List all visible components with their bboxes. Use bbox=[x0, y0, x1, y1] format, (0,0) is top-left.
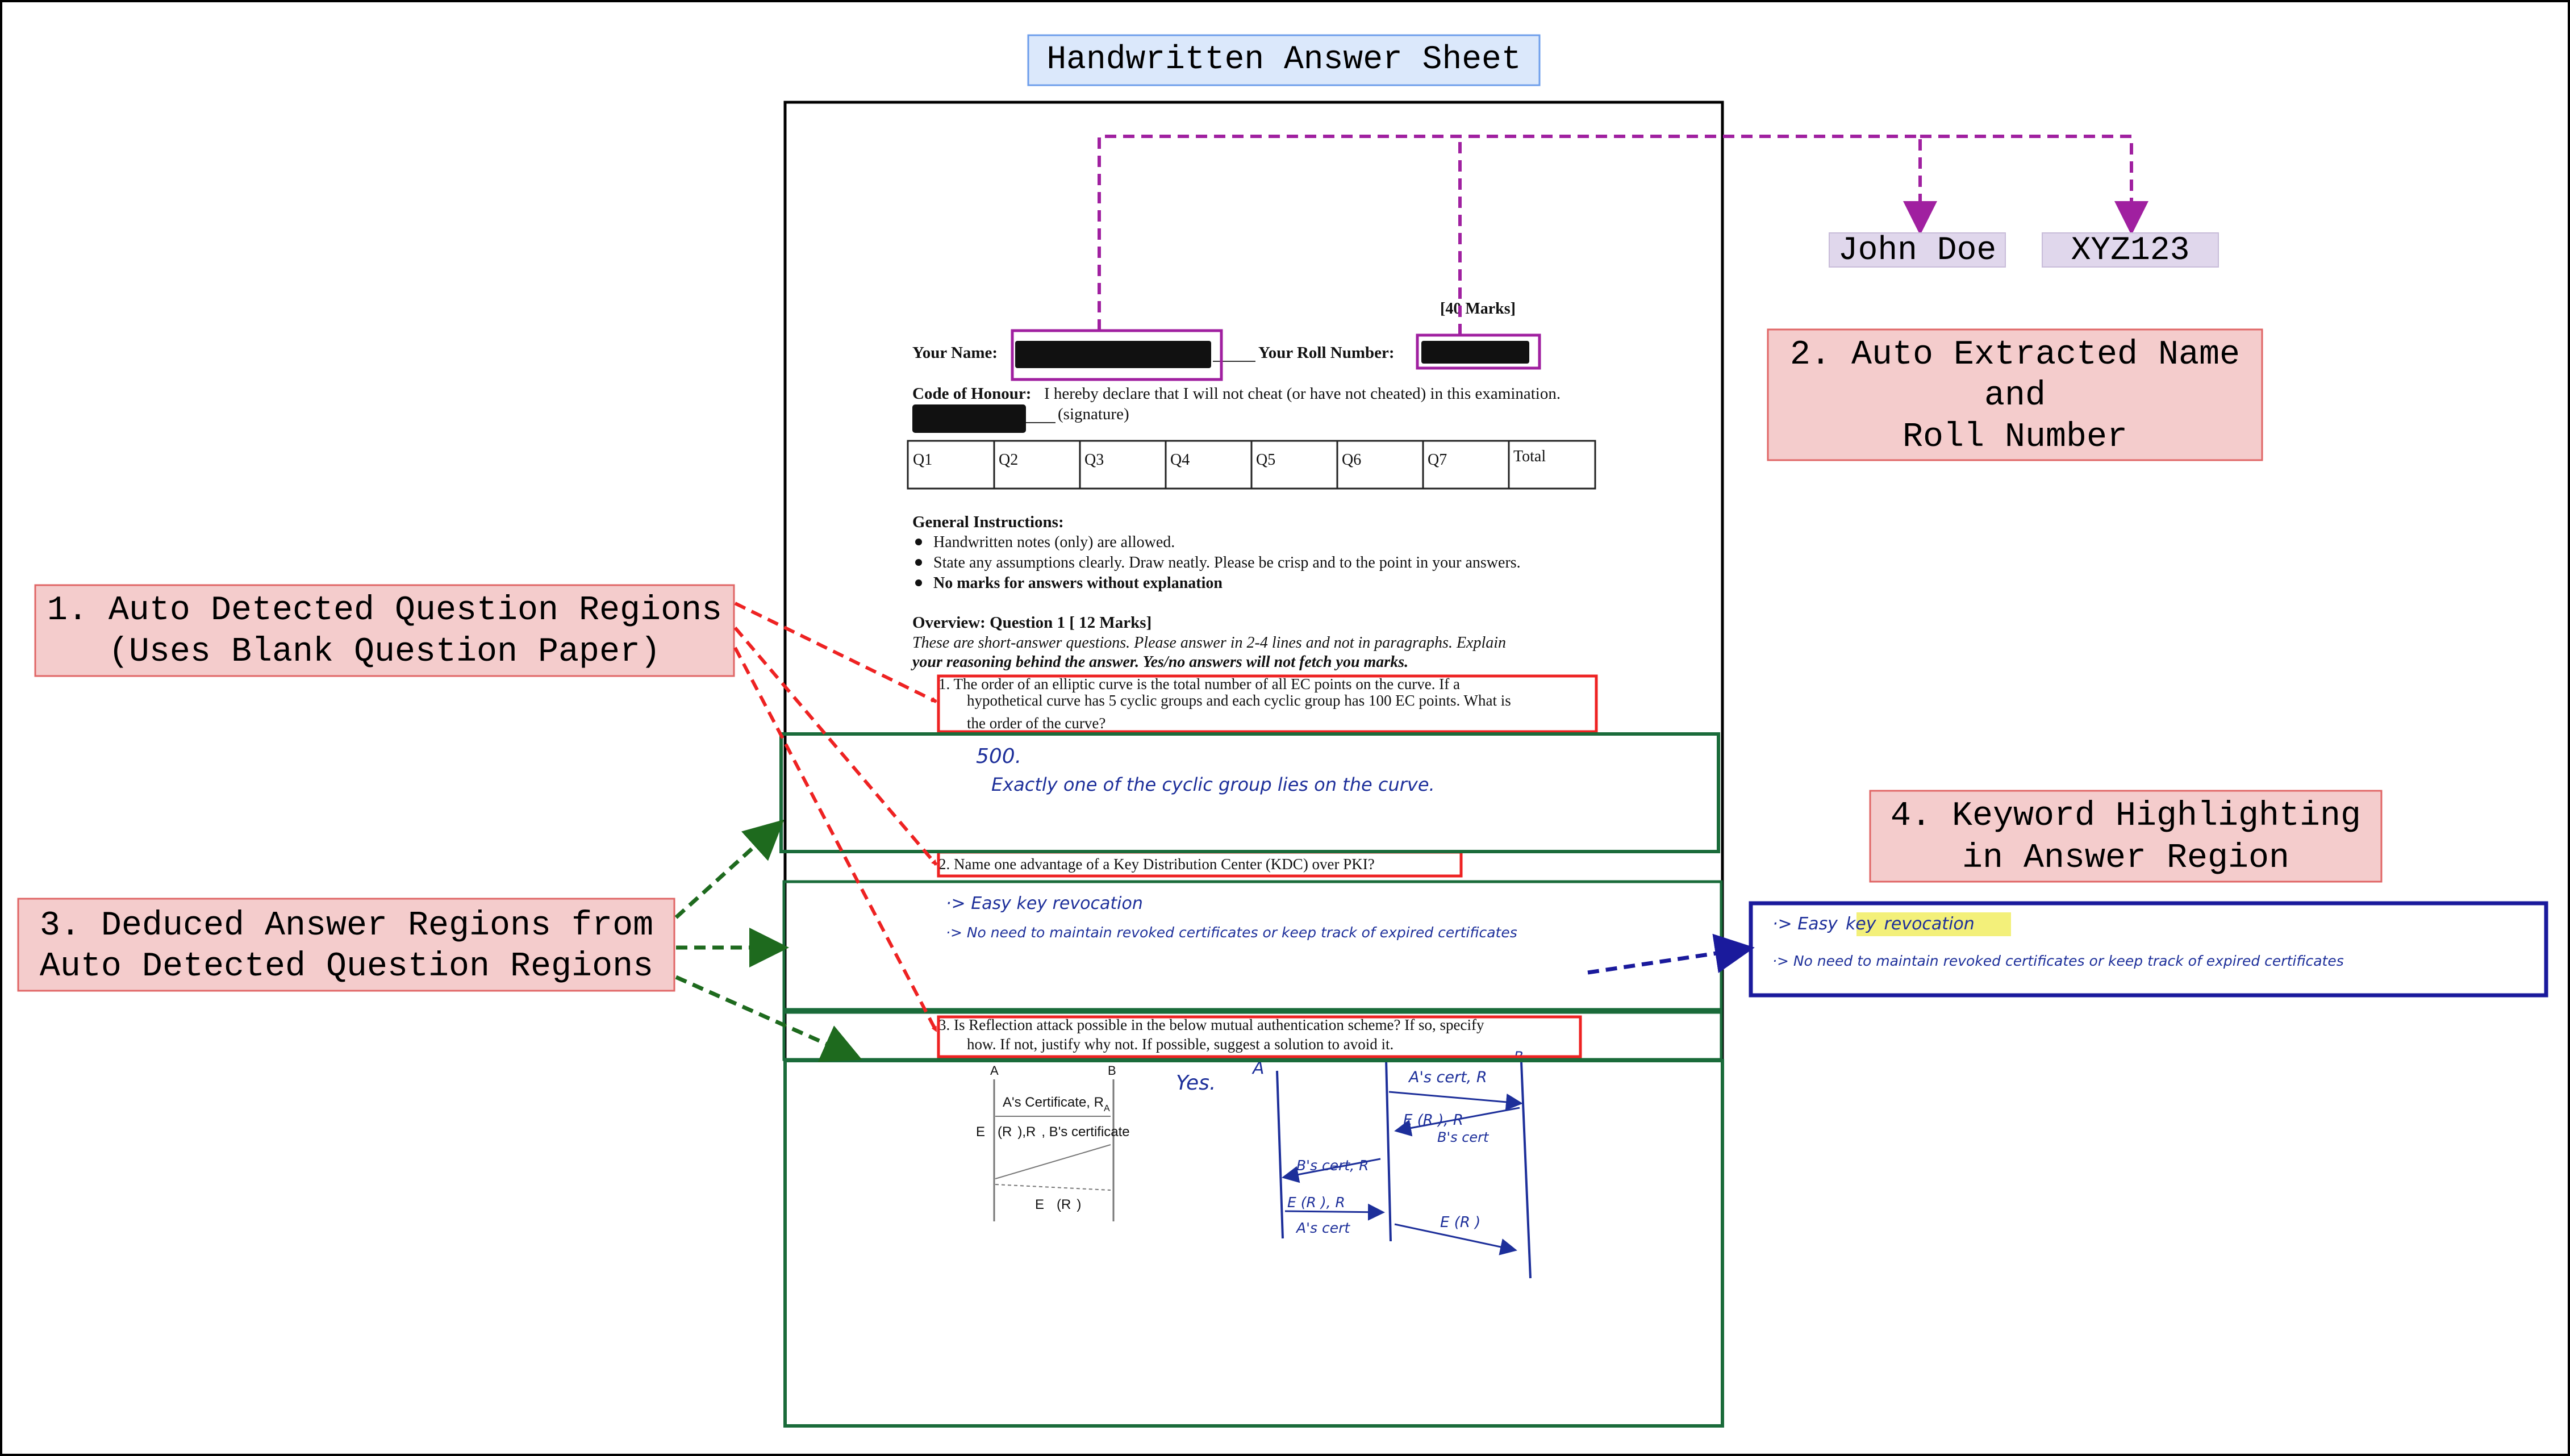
printed-message-3: E(R) bbox=[1035, 1197, 1081, 1212]
honour-text: I hereby declare that I will not cheat (… bbox=[1044, 385, 1561, 403]
q3-text: 3. Is Reflection attack possible in the … bbox=[938, 1016, 1484, 1033]
printed-protocol-diagram: A B A's Certificate, RA E(R),R, B's cert… bbox=[976, 1063, 1130, 1221]
question-region-1[interactable] bbox=[937, 674, 1598, 733]
hand-party-a: A bbox=[1251, 1058, 1265, 1078]
hand-message-5: E (R ) bbox=[1440, 1214, 1480, 1231]
score-header: Q7 bbox=[1428, 451, 1447, 469]
score-header: Q4 bbox=[1170, 451, 1190, 469]
svg-text:2. Auto Extracted Name: 2. Auto Extracted Name bbox=[1790, 336, 2240, 374]
score-header: Q6 bbox=[1342, 451, 1361, 469]
question-region-3[interactable] bbox=[937, 1015, 1582, 1058]
highlight-line-2: ·> No need to maintain revoked certifica… bbox=[1772, 953, 2344, 969]
roll-label: Your Roll Number: bbox=[1258, 344, 1395, 362]
answer-1-text: Exactly one of the cyclic group lies on … bbox=[991, 774, 1435, 795]
svg-text:1. Auto Detected Question Regi: 1. Auto Detected Question Regions bbox=[47, 591, 722, 630]
svg-text:and: and bbox=[1984, 377, 2046, 415]
svg-text:3. Deduced Answer Regions from: 3. Deduced Answer Regions from bbox=[40, 907, 653, 945]
answer-region-1[interactable] bbox=[779, 732, 1720, 853]
svg-text:Auto Detected Question Regions: Auto Detected Question Regions bbox=[40, 948, 653, 986]
score-header: Q2 bbox=[999, 451, 1018, 469]
instruction-item: Handwritten notes (only) are allowed. bbox=[933, 533, 1175, 551]
extracted-roll: XYZ123 bbox=[2042, 232, 2219, 269]
svg-text:John Doe: John Doe bbox=[1838, 232, 1996, 269]
overview-title: Overview: Question 1 [ 12 Marks] bbox=[912, 614, 1152, 632]
instruction-item: No marks for answers without explanation bbox=[933, 574, 1223, 592]
extracted-name: John Doe bbox=[1829, 232, 2006, 269]
honour-label: Code of Honour: bbox=[912, 385, 1031, 403]
overview-line: your reasoning behind the answer. Yes/no… bbox=[911, 653, 1408, 671]
svg-text:Roll Number: Roll Number bbox=[1903, 418, 2127, 457]
answer-1-number: 500. bbox=[976, 745, 1021, 768]
sheet-content: [40 Marks] Your Name: Your Roll Number: … bbox=[907, 300, 1596, 1221]
score-header: Q5 bbox=[1256, 451, 1275, 469]
answer-3-yes: Yes. bbox=[1176, 1071, 1216, 1095]
name-redaction bbox=[1015, 341, 1211, 368]
callout-answer-regions: 3. Deduced Answer Regions from Auto Dete… bbox=[17, 898, 675, 992]
roll-region[interactable] bbox=[1416, 333, 1541, 370]
score-table: Q1 Q2 Q3 Q4 Q5 Q6 Q7 Total bbox=[907, 440, 1596, 490]
printed-party-a: A bbox=[990, 1063, 999, 1078]
svg-text:in Answer Region: in Answer Region bbox=[1962, 839, 2289, 878]
score-header: Total bbox=[1513, 448, 1546, 465]
hand-message-1: A's cert, R bbox=[1408, 1069, 1487, 1086]
q3-text: how. If not, justify why not. If possibl… bbox=[967, 1036, 1394, 1053]
q1-text: hypothetical curve has 5 cyclic groups a… bbox=[967, 692, 1511, 709]
handwritten-protocol-diagram: A B A's cert, R E (R ), R B's cert B's c… bbox=[1251, 1049, 1532, 1279]
svg-text:XYZ123: XYZ123 bbox=[2071, 232, 2190, 269]
instructions-title: General Instructions: bbox=[912, 513, 1064, 531]
hand-message-3: B's cert, R bbox=[1296, 1157, 1369, 1174]
answer-region-3[interactable] bbox=[783, 1059, 1724, 1428]
q1-text: the order of the curve? bbox=[967, 715, 1105, 732]
printed-party-b: B bbox=[1108, 1063, 1116, 1078]
diagram-title: Handwritten Answer Sheet bbox=[1046, 41, 1521, 78]
svg-text:4. Keyword Highlighting: 4. Keyword Highlighting bbox=[1891, 797, 2361, 836]
overview-line: These are short-answer questions. Please… bbox=[912, 634, 1506, 652]
title-box: Handwritten Answer Sheet bbox=[1027, 34, 1541, 86]
answer-2-line-1: ·> Easy key revocation bbox=[946, 894, 1143, 913]
roll-redaction bbox=[1421, 341, 1529, 364]
printed-message-1: A's Certificate, RA bbox=[1003, 1095, 1110, 1113]
q1-text: 1. The order of an elliptic curve is the… bbox=[938, 675, 1460, 692]
keyword-arrow bbox=[1587, 933, 1755, 975]
svg-text:(Uses Blank Question Paper): (Uses Blank Question Paper) bbox=[109, 633, 661, 671]
callout-name-roll: 2. Auto Extracted Name and Roll Number bbox=[1767, 328, 2263, 461]
signature-redaction bbox=[912, 404, 1026, 433]
hand-message-4: E (R ), R bbox=[1287, 1194, 1345, 1211]
callout-question-regions: 1. Auto Detected Question Regions (Uses … bbox=[34, 584, 735, 677]
answer-region-arrows bbox=[674, 819, 862, 1062]
name-label: Your Name: bbox=[912, 344, 998, 362]
keyword-highlight bbox=[1856, 912, 2011, 936]
score-header: Q1 bbox=[913, 451, 932, 469]
answer-sheet bbox=[783, 101, 1724, 1428]
score-header: Q3 bbox=[1084, 451, 1104, 469]
question-region-arrows bbox=[733, 602, 938, 1032]
hand-message-4b: A's cert bbox=[1295, 1220, 1350, 1236]
printed-message-2: E(R),R, B's certificate bbox=[976, 1124, 1130, 1140]
handwritten-answers: 500. Exactly one of the cyclic group lie… bbox=[946, 745, 1517, 1095]
q2-text: 2. Name one advantage of a Key Distribut… bbox=[938, 856, 1375, 873]
instruction-item: State any assumptions clearly. Draw neat… bbox=[933, 554, 1521, 571]
answer-2-line-2: ·> No need to maintain revoked certifica… bbox=[946, 924, 1517, 941]
hand-message-2b: B's cert bbox=[1437, 1129, 1490, 1145]
extraction-arrows bbox=[1098, 135, 2148, 335]
name-region[interactable] bbox=[1011, 329, 1223, 381]
callout-keyword: 4. Keyword Highlighting in Answer Region bbox=[1869, 790, 2383, 883]
sheet-marks: [40 Marks] bbox=[1440, 300, 1516, 318]
signature-label: (signature) bbox=[1058, 405, 1129, 423]
